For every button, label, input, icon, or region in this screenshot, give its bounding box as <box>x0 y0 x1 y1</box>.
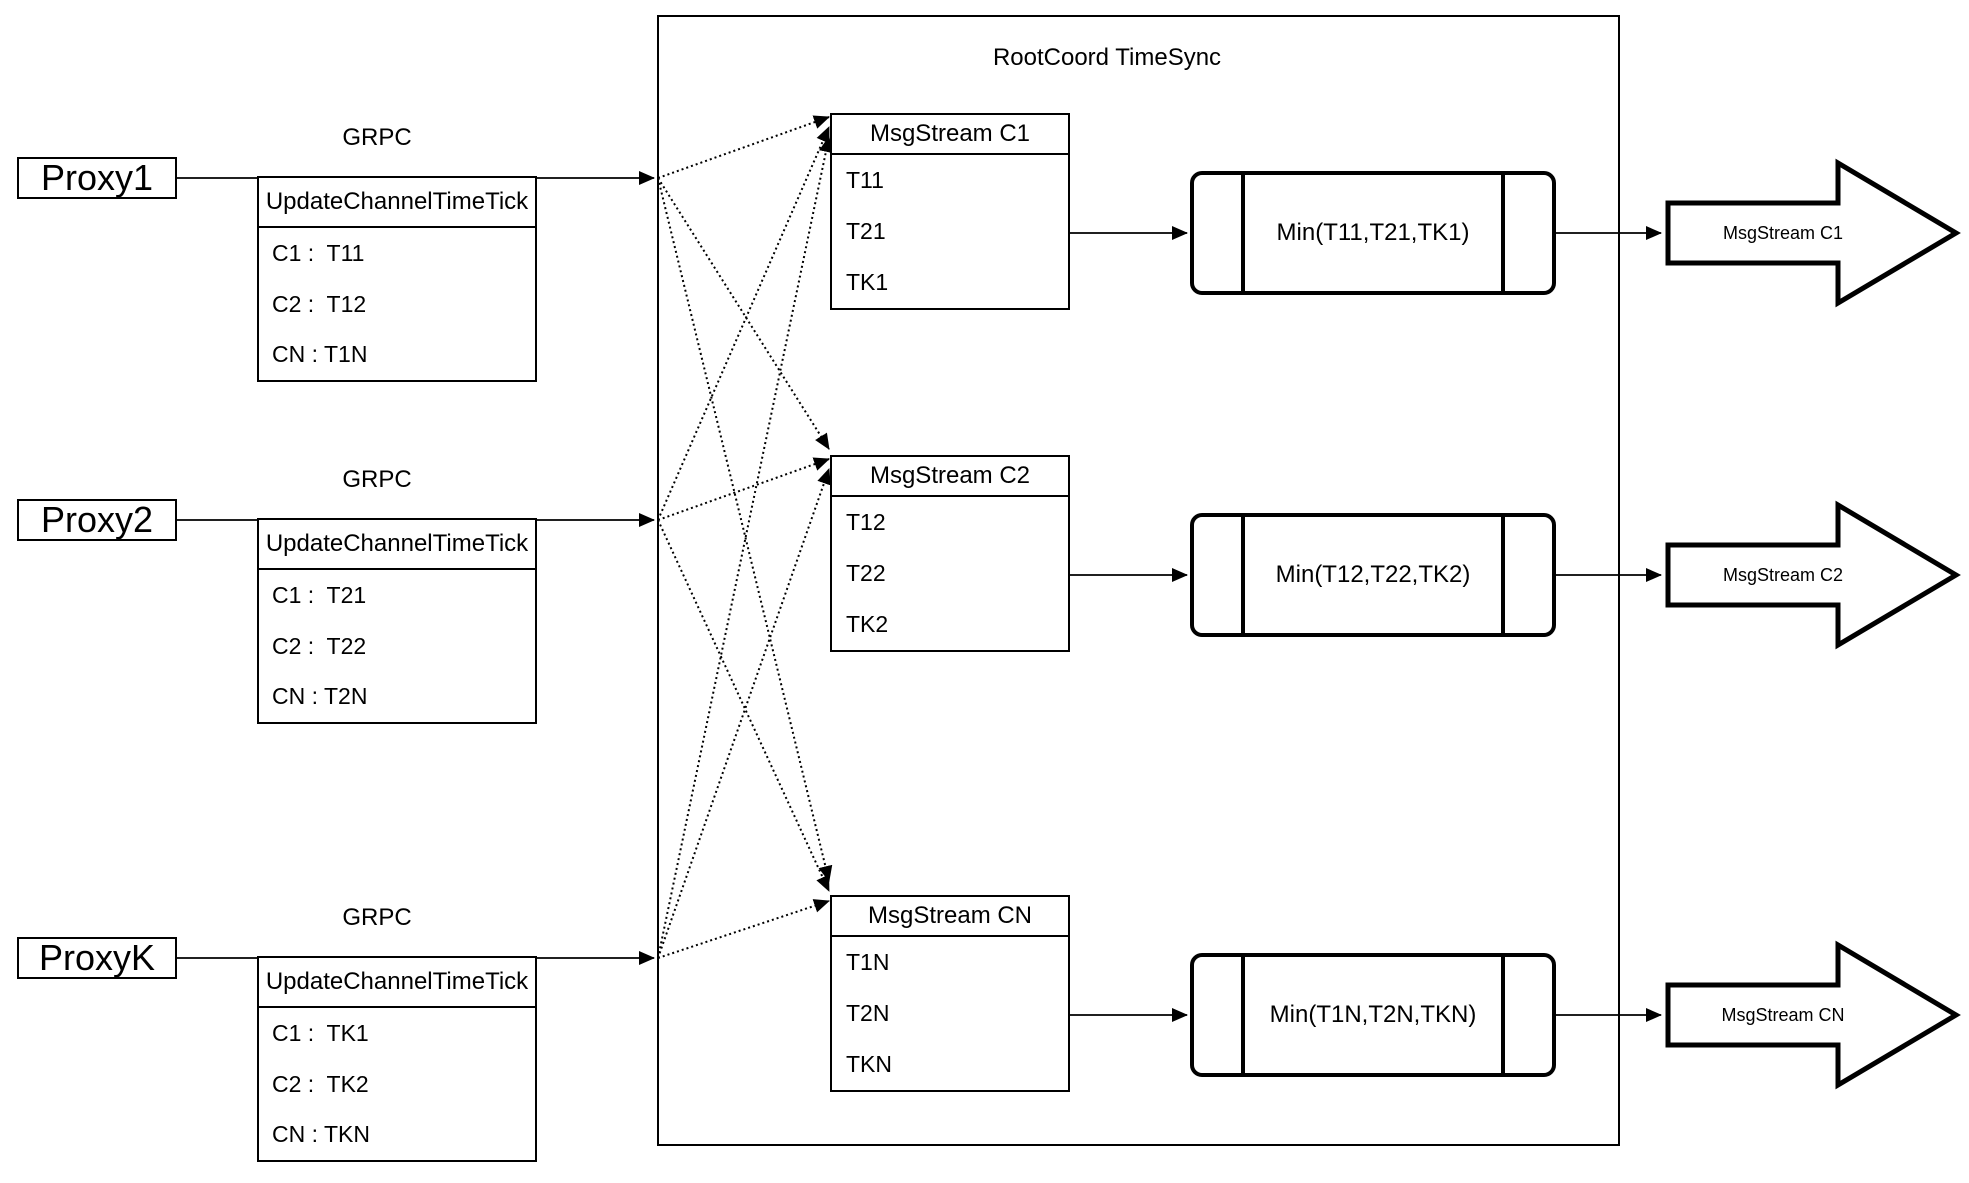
table-header: MsgStream C2 <box>832 457 1068 497</box>
dotted-link-p1-c2 <box>657 177 830 450</box>
output-arrow-cn <box>1665 940 1961 1090</box>
table-row: T21 <box>846 218 886 244</box>
table-header: MsgStream CN <box>832 897 1068 937</box>
proxy-box-1: Proxy1 <box>17 157 177 199</box>
min-process-box-c2: Min(T12,T22,TK2) <box>1190 513 1556 637</box>
proxy-label: Proxy1 <box>40 157 154 198</box>
dotted-link-p1-cn <box>657 177 833 882</box>
process-divider <box>1501 517 1505 633</box>
table-row: TK2 <box>846 611 889 637</box>
update-channel-timetick-table-1: UpdateChannelTimeTick C1 : T11 C2 : T12 … <box>257 176 537 382</box>
grpc-label-1: GRPC <box>342 124 412 151</box>
process-divider <box>1241 517 1245 633</box>
table-row: C1 : T21 <box>272 581 367 608</box>
table-body: T12 T22 TK2 <box>832 497 1068 650</box>
output-arrow-label-c2: MsgStream C2 <box>1722 564 1844 585</box>
process-divider <box>1241 957 1245 1073</box>
table-body: C1 : T21 C2 : T22 CN : T2N <box>259 570 535 722</box>
min-label: Min(T1N,T2N,TKN) <box>1269 1001 1477 1028</box>
output-arrow-shape <box>1665 940 1961 1090</box>
output-arrow-shape <box>1665 500 1961 650</box>
table-header: MsgStream C1 <box>832 115 1068 155</box>
dotted-link-p2-cn <box>657 519 830 892</box>
msgstream-table-c1: MsgStream C1 T11 T21 TK1 <box>830 113 1070 310</box>
update-channel-timetick-table-2: UpdateChannelTimeTick C1 : T21 C2 : T22 … <box>257 518 537 724</box>
table-row: C2 : T22 <box>272 632 367 659</box>
table-row: T1N <box>846 949 890 975</box>
table-body: C1 : TK1 C2 : TK2 CN : TKN <box>259 1008 535 1160</box>
output-arrow-label-c1: MsgStream C1 <box>1722 222 1844 243</box>
table-body: T1N T2N TKN <box>832 937 1068 1090</box>
update-channel-timetick-table-k: UpdateChannelTimeTick C1 : TK1 C2 : TK2 … <box>257 956 537 1162</box>
proxy-box-k: ProxyK <box>17 937 177 979</box>
table-row: T2N <box>846 1000 890 1026</box>
table-row: TK1 <box>846 269 889 295</box>
dotted-link-p1-c1 <box>657 115 830 179</box>
process-divider <box>1501 175 1505 291</box>
grpc-label-k: GRPC <box>342 904 412 931</box>
table-row: C2 : T12 <box>272 290 367 317</box>
table-body: T11 T21 TK1 <box>832 155 1068 308</box>
dotted-link-pk-cn <box>657 899 830 959</box>
output-arrow-c2 <box>1665 500 1961 650</box>
process-divider <box>1501 957 1505 1073</box>
min-process-box-c1: Min(T11,T21,TK1) <box>1190 171 1556 295</box>
dotted-link-pk-c2 <box>657 468 831 959</box>
table-header: UpdateChannelTimeTick <box>259 178 535 228</box>
proxy-label: ProxyK <box>38 937 156 978</box>
min-label: Min(T12,T22,TK2) <box>1275 561 1471 588</box>
rootcoord-timesync-title: RootCoord TimeSync <box>992 44 1222 71</box>
table-row: C1 : TK1 <box>272 1019 369 1046</box>
dotted-link-p2-c1 <box>657 126 830 521</box>
min-process-box-cn: Min(T1N,T2N,TKN) <box>1190 953 1556 1077</box>
table-row: CN : T1N <box>272 341 368 368</box>
table-row: TKN <box>846 1051 892 1077</box>
msgstream-table-c2: MsgStream C2 T12 T22 TK2 <box>830 455 1070 652</box>
msgstream-table-cn: MsgStream CN T1N T2N TKN <box>830 895 1070 1092</box>
process-divider <box>1241 175 1245 291</box>
output-arrow-shape <box>1665 158 1961 308</box>
output-arrow-label-cn: MsgStream CN <box>1721 1004 1845 1025</box>
proxy-box-2: Proxy2 <box>17 499 177 541</box>
table-body: C1 : T11 C2 : T12 CN : T1N <box>259 228 535 380</box>
table-row: C1 : T11 <box>272 239 365 266</box>
table-header: UpdateChannelTimeTick <box>259 958 535 1008</box>
min-label: Min(T11,T21,TK1) <box>1276 219 1470 246</box>
table-row: CN : TKN <box>272 1121 370 1148</box>
rootcoord-timesync-container <box>657 15 1620 1146</box>
proxy-label: Proxy2 <box>40 499 154 540</box>
dotted-link-p2-c2 <box>657 457 830 521</box>
output-arrow-c1 <box>1665 158 1961 308</box>
table-row: T12 <box>846 509 886 535</box>
table-row: T11 <box>846 167 884 193</box>
table-row: T22 <box>846 560 886 586</box>
table-header: UpdateChannelTimeTick <box>259 520 535 570</box>
grpc-label-2: GRPC <box>342 466 412 493</box>
table-row: CN : T2N <box>272 683 368 710</box>
table-row: C2 : TK2 <box>272 1070 369 1097</box>
